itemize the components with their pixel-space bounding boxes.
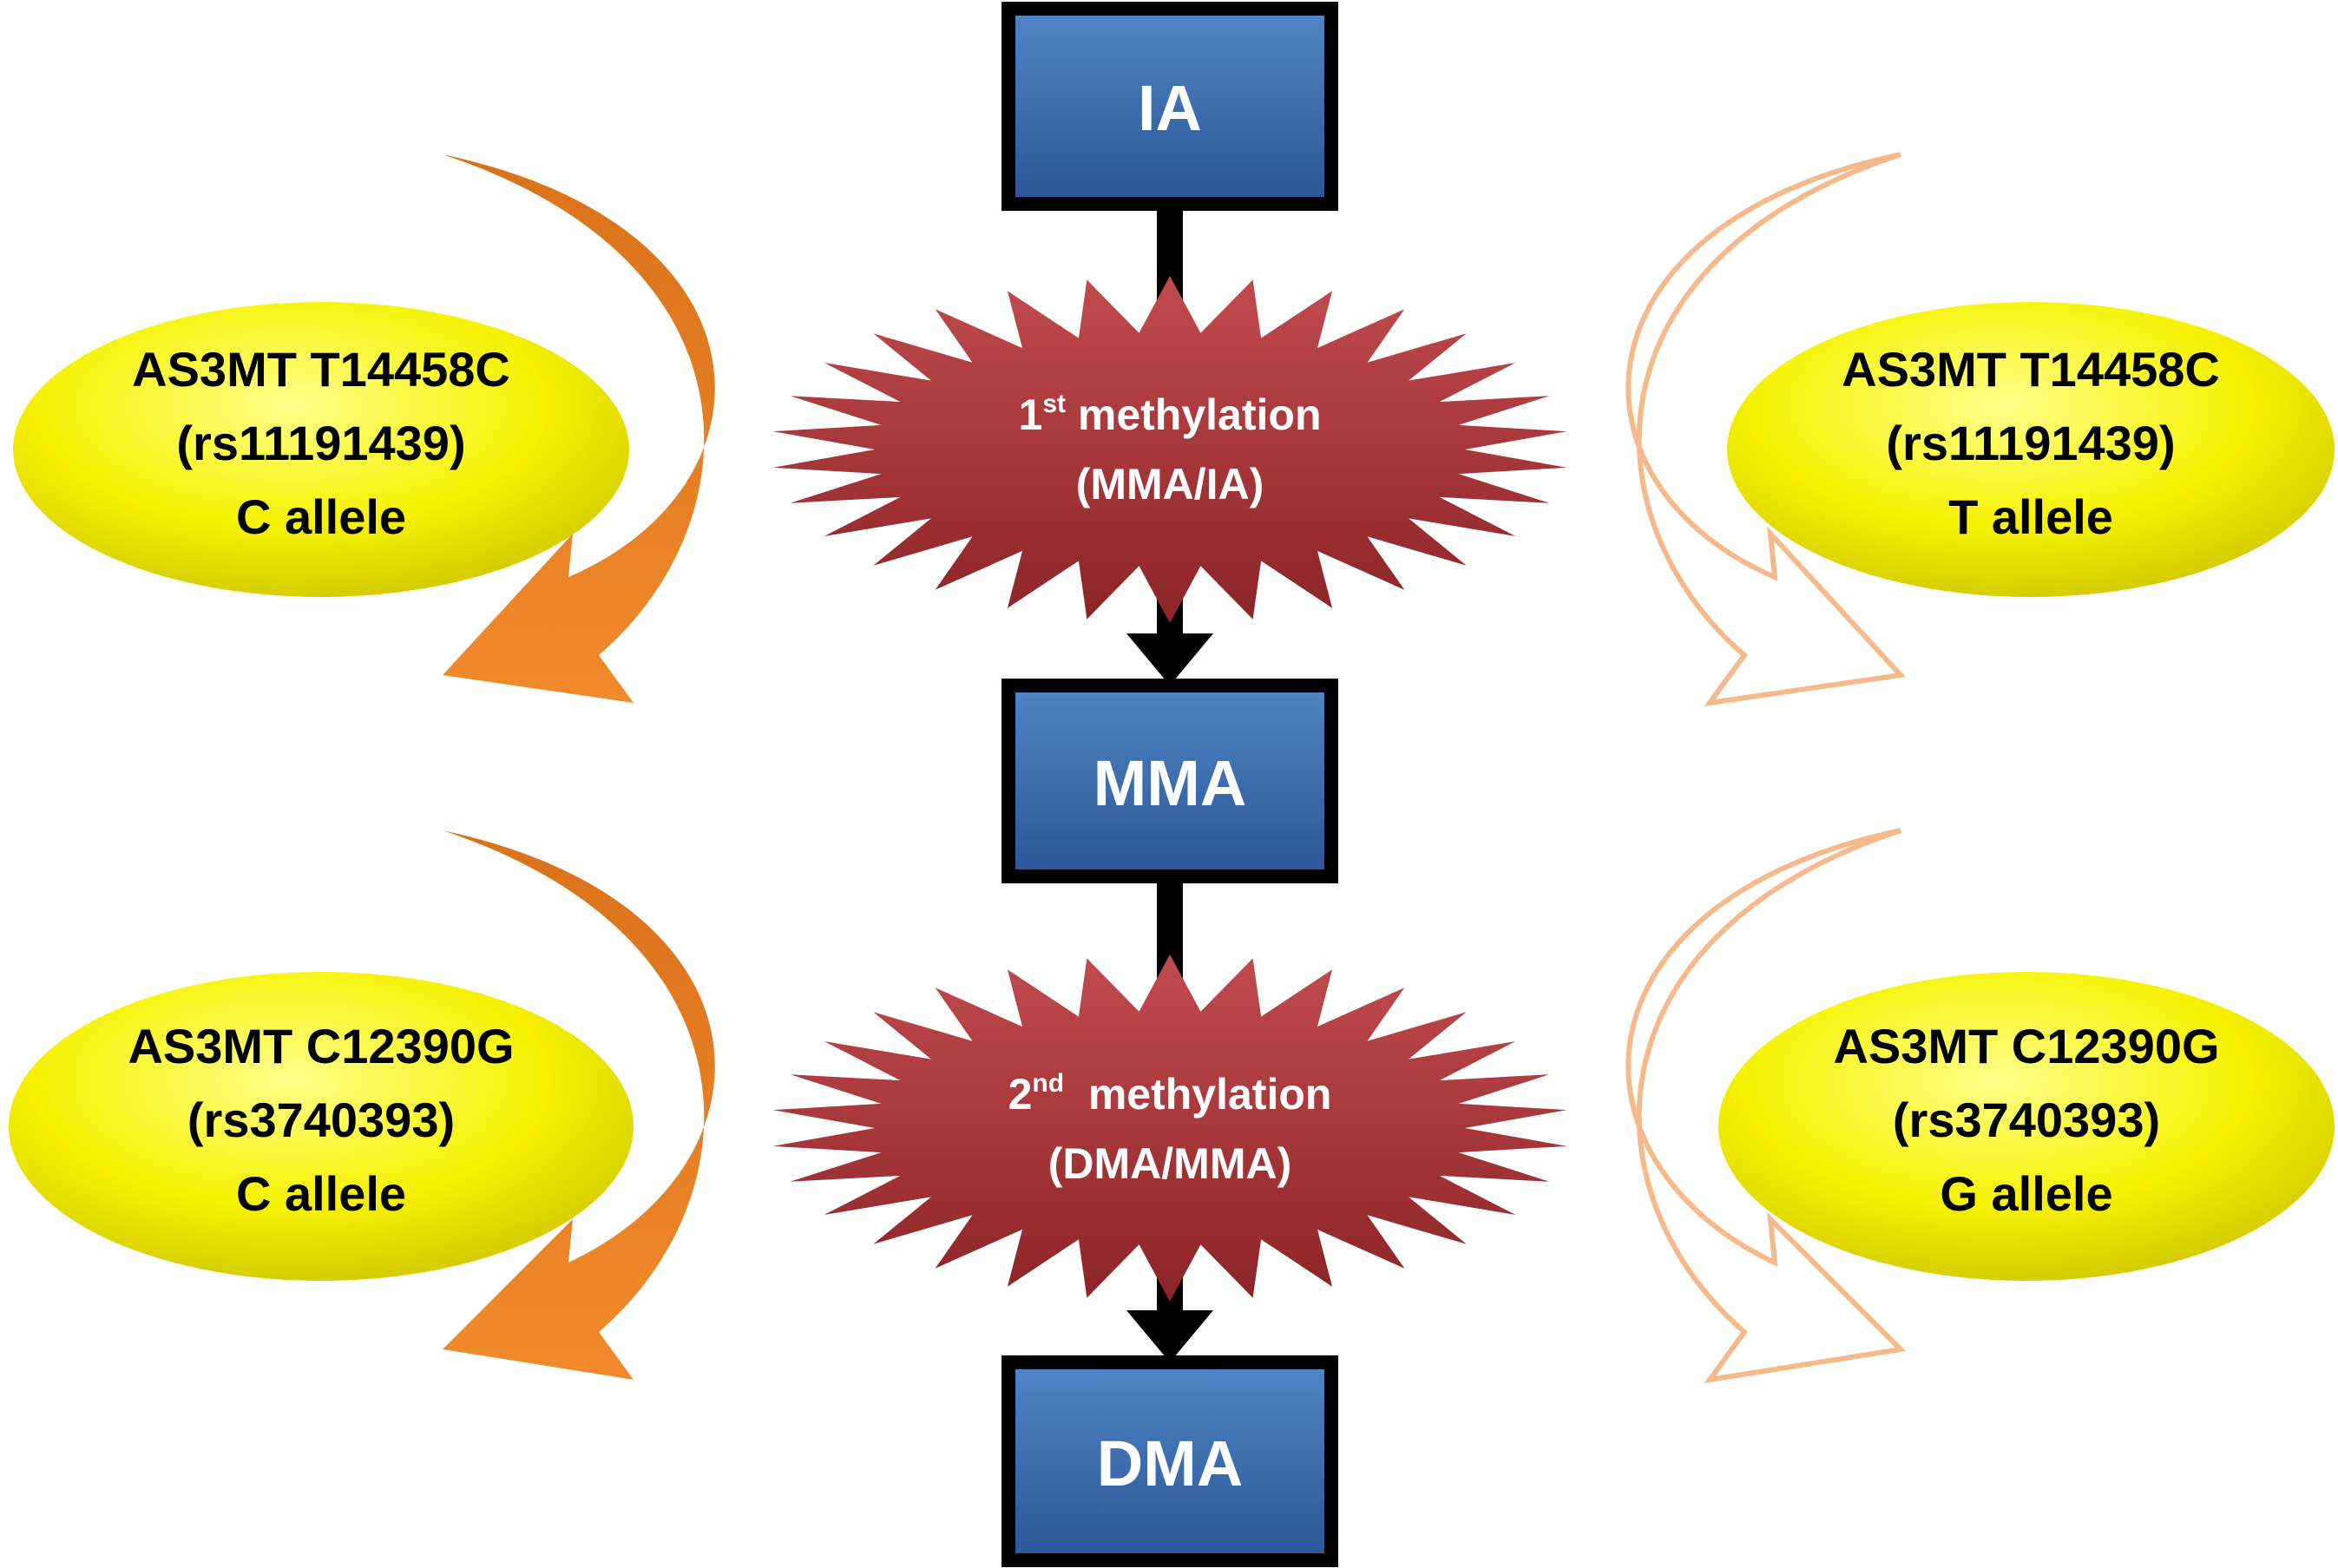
- allele-rsid: (rs11191439): [1886, 416, 2175, 470]
- methylation-1-title: 1st methylation: [1019, 390, 1322, 439]
- allele-gene: AS3MT T14458C: [132, 342, 510, 397]
- compound-box-dma: DMA: [1002, 1355, 1338, 1567]
- curved-arrow-outline-icon: [1625, 828, 1907, 1384]
- burst-shape: [772, 955, 1567, 1302]
- allele-ellipse-top-right: AS3MT T14458C (rs11191439) T allele: [1727, 302, 2335, 597]
- methylation-2-ratio: (DMA/MMA): [1048, 1139, 1291, 1188]
- curved-arrow-solid-icon: [443, 154, 715, 703]
- arrowhead-to-dma: [1126, 1310, 1213, 1362]
- allele-variant: T allele: [1948, 489, 2113, 544]
- arrowhead-to-mma: [1126, 633, 1213, 686]
- compound-box-ia: IA: [1002, 2, 1338, 211]
- allele-ellipse-top-left: AS3MT T14458C (rs11191439) C allele: [13, 302, 629, 597]
- allele-gene: AS3MT C12390G: [128, 1019, 514, 1073]
- allele-rsid: (rs3740393): [187, 1092, 455, 1147]
- compound-box-mma: MMA: [1002, 679, 1338, 883]
- curved-arrow-solid-icon: [443, 830, 715, 1380]
- allele-gene: AS3MT T14458C: [1842, 342, 2220, 397]
- methylation-1-burst: 1st methylation (MMA/IA): [772, 276, 1567, 623]
- curved-arrow-outline-icon: [1625, 152, 1907, 706]
- allele-variant: G allele: [1940, 1166, 2112, 1221]
- compound-label-dma: DMA: [1097, 1427, 1244, 1499]
- burst-shape: [772, 276, 1567, 623]
- allele-rsid: (rs11191439): [176, 416, 465, 470]
- methylation-1-ratio: (MMA/IA): [1076, 460, 1264, 508]
- allele-ellipse-bottom-left: AS3MT C12390G (rs3740393) C allele: [9, 972, 634, 1281]
- allele-variant: C allele: [236, 1166, 406, 1221]
- methylation-2-burst: 2nd methylation (DMA/MMA): [772, 955, 1567, 1302]
- compound-label-mma: MMA: [1093, 747, 1247, 819]
- compound-label-ia: IA: [1138, 72, 1202, 144]
- allele-variant: C allele: [236, 489, 406, 544]
- methylation-2-title: 2nd methylation: [1008, 1069, 1332, 1119]
- allele-ellipse-bottom-right: AS3MT C12390G (rs3740393) G allele: [1718, 972, 2335, 1281]
- allele-rsid: (rs3740393): [1893, 1092, 2160, 1147]
- allele-gene: AS3MT C12390G: [1833, 1019, 2219, 1073]
